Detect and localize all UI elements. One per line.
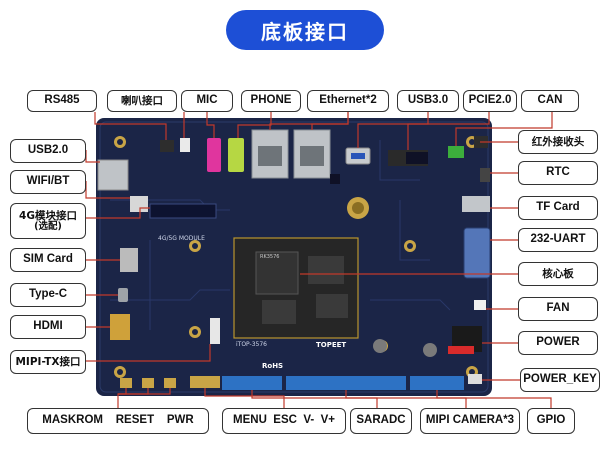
module-silk: 4G/5G MODULE: [158, 235, 205, 242]
hdmi-port: [110, 314, 130, 340]
button-pwr: [164, 378, 176, 388]
speaker-connector: [180, 138, 190, 152]
key-buttons: [190, 376, 220, 388]
rtc-battery-holder: [480, 168, 490, 182]
usb20-port: [97, 159, 129, 191]
label-phone: PHONE: [241, 90, 301, 112]
rohs-silk: RoHS: [262, 362, 283, 370]
label-power-key: POWER_KEY: [520, 368, 600, 392]
model-silk: iTOP-3576: [236, 341, 267, 348]
mic-jack: [207, 138, 221, 172]
phone-jack: [228, 138, 244, 172]
label-speaker: 喇叭接口: [107, 90, 177, 112]
label-power: POWER: [518, 331, 598, 355]
label-fan: FAN: [518, 297, 598, 321]
soc-silk: RK3576: [260, 254, 279, 260]
label-usb30: USB3.0: [397, 90, 459, 112]
label-gpio: GPIO: [527, 408, 575, 434]
wifi-module: [130, 196, 148, 212]
uart-db9: [463, 227, 491, 279]
label-pcie: PCIE2.0: [463, 90, 517, 112]
label-lte: 4G模块接口 (选配): [10, 203, 86, 239]
label-lte-line1: 4G模块接口: [19, 209, 77, 222]
label-keys: MENU ESC V- V+: [222, 408, 346, 434]
label-buttons: MASKROM RESET PWR: [27, 408, 209, 434]
sim-slot: [120, 248, 138, 272]
page-title: 底板接口: [226, 10, 384, 50]
button-maskrom: [120, 378, 132, 388]
label-ethernet: Ethernet*2: [307, 90, 389, 112]
label-tf: TF Card: [518, 196, 598, 220]
soc-chip: [255, 251, 299, 295]
fan-connector: [474, 300, 486, 310]
label-typec: Type-C: [10, 283, 86, 307]
rs485-connector: [160, 140, 174, 152]
typec-port: [118, 288, 128, 302]
mipi-camera-headers: [286, 376, 406, 390]
label-rtc: RTC: [518, 161, 598, 185]
tf-slot: [462, 196, 490, 212]
label-lte-line2: (选配): [34, 220, 62, 232]
power-key: [468, 374, 482, 384]
button-reset: [142, 378, 154, 388]
label-hdmi: HDMI: [10, 315, 86, 339]
brand-silk: TOPEET: [316, 341, 346, 349]
leader-lines: [85, 112, 553, 408]
label-ir: 红外接收头: [518, 130, 598, 154]
label-uart: 232-UART: [518, 228, 598, 252]
gpio-header: [410, 376, 464, 390]
label-wifi: WIFI/BT: [10, 170, 86, 194]
mipi-tx-connector: [210, 318, 220, 344]
label-saradc: SARADC: [350, 408, 412, 434]
saradc-header: [222, 376, 282, 390]
label-rs485: RS485: [27, 90, 97, 112]
label-core: 核心板: [518, 262, 598, 286]
label-can: CAN: [521, 90, 579, 112]
label-mipitx: MIPI-TX接口: [10, 350, 86, 374]
label-mipi-camera: MIPI CAMERA*3: [420, 408, 520, 434]
can-connector: [448, 146, 464, 158]
label-mic: MIC: [181, 90, 233, 112]
lte-slot: [149, 203, 217, 219]
label-usb20: USB2.0: [10, 139, 86, 163]
label-sim: SIM Card: [10, 248, 86, 272]
